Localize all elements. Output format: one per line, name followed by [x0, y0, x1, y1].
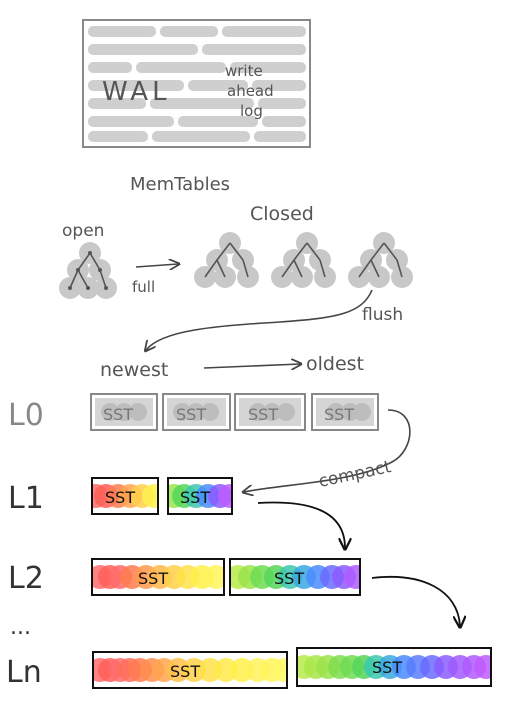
- ln-sst-2: SST: [296, 647, 492, 687]
- l2-sst-1: SST: [91, 558, 225, 596]
- level-label-l0: L0: [8, 398, 44, 433]
- wal-note-line-2: ahead: [227, 82, 274, 100]
- memtables-title: MemTables: [130, 174, 230, 195]
- l1-sst-1: SST: [91, 477, 159, 515]
- compact-arrow: [244, 409, 411, 492]
- ln-sst-1-label: SST: [170, 662, 200, 681]
- wal-note-line-1: write: [225, 62, 263, 80]
- l0-sst-2: SST: [162, 393, 231, 431]
- l2-sst-2-label: SST: [274, 569, 304, 588]
- l1-to-l2-arrow: [257, 501, 345, 548]
- oldest-label: oldest: [306, 353, 364, 375]
- l1-sst-2: SST: [167, 477, 233, 515]
- wal-log-bars: [88, 26, 306, 142]
- level-label-l2: L2: [8, 561, 44, 596]
- l1-sst-1-label: SST: [105, 488, 135, 507]
- l0-sst-1: SST: [90, 393, 158, 431]
- open-label: open: [62, 221, 104, 241]
- closed-memtable-tree-2: [271, 232, 336, 288]
- newest-label: newest: [100, 359, 168, 381]
- wal-block: WAL write ahead log: [82, 19, 311, 148]
- l2-to-ln-arrow: [371, 576, 460, 626]
- l0-sst-4-label: SST: [324, 405, 354, 424]
- level-l0-ssts: SST SST SST SST: [90, 393, 379, 431]
- l2-sst-2: SST: [229, 558, 361, 596]
- l0-sst-1-label: SST: [103, 405, 133, 424]
- level-ellipsis: ...: [10, 615, 31, 640]
- wal-label: WAL: [102, 77, 171, 107]
- ln-sst-1: SST: [92, 651, 288, 689]
- open-memtable-tree: [59, 242, 117, 299]
- l0-sst-4: SST: [311, 393, 379, 431]
- full-label: full: [132, 278, 155, 296]
- compact-label: compact: [317, 457, 393, 492]
- closed-memtable-tree-3: [348, 232, 413, 288]
- l2-sst-1-label: SST: [138, 569, 168, 588]
- level-label-ln: Ln: [6, 655, 42, 690]
- flush-label: flush: [362, 305, 403, 325]
- level-label-l1: L1: [8, 481, 44, 516]
- wal-note-line-3: log: [240, 102, 263, 120]
- ln-sst-2-label: SST: [372, 658, 402, 677]
- l0-sst-3-label: SST: [248, 405, 278, 424]
- closed-memtable-tree-1: [194, 232, 259, 288]
- closed-label: Closed: [250, 203, 314, 225]
- full-arrow: [135, 264, 178, 267]
- l0-sst-2-label: SST: [176, 405, 206, 424]
- flush-arrow: [146, 289, 373, 350]
- l1-sst-2-label: SST: [180, 488, 210, 507]
- newest-to-oldest-arrow: [203, 364, 300, 368]
- l0-sst-3: SST: [234, 393, 306, 431]
